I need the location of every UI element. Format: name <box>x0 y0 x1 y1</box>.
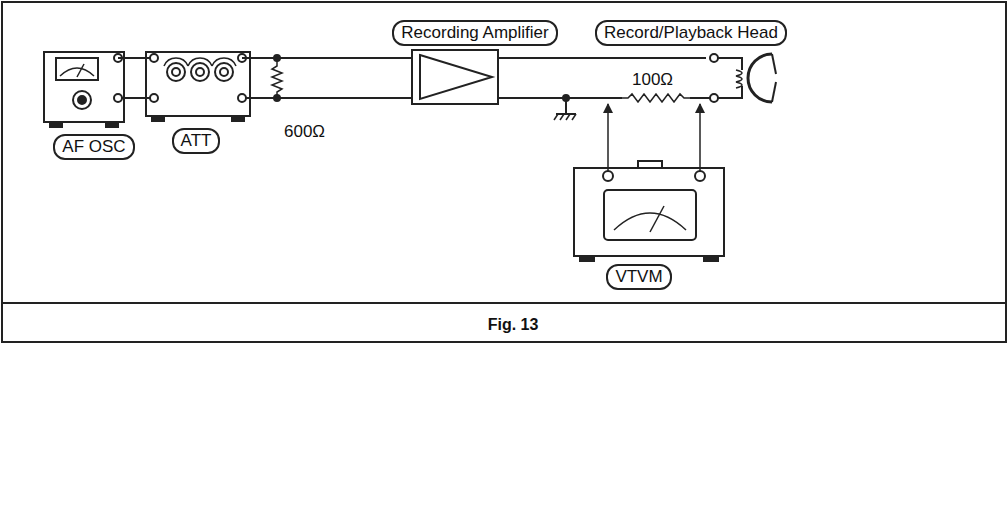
instrument: Record/Playback Head <box>706 46 782 110</box>
figure-caption: Fig. 13 <box>486 315 541 335</box>
instrument-label: VTVM <box>606 264 671 290</box>
instrument: VTVM <box>574 161 724 256</box>
resistor-symbol <box>622 94 690 102</box>
instrument-label: ATT <box>172 128 221 154</box>
amplifier-symbol <box>412 50 498 104</box>
head-symbol <box>710 54 776 102</box>
instrument: ATT <box>146 52 250 116</box>
ground-symbol <box>554 95 576 120</box>
resistor-symbol <box>272 55 282 101</box>
resistance-value: 100Ω <box>630 70 675 90</box>
frame <box>2 2 1006 342</box>
oscillator-drawing <box>44 52 124 127</box>
instrument-label: Record/Playback Head <box>595 20 787 46</box>
resistance-value: 600Ω <box>282 122 327 142</box>
wire <box>498 57 706 59</box>
voltmeter-drawing <box>574 104 724 261</box>
instrument-label: AF OSC <box>53 134 134 160</box>
instrument: Recording Amplifier <box>412 50 498 104</box>
instrument: AF OSC <box>44 52 124 122</box>
frame-rule <box>2 302 1006 304</box>
wire <box>250 57 412 59</box>
instrument-label: Recording Amplifier <box>392 20 557 46</box>
attenuator-drawing <box>146 52 250 121</box>
wire <box>124 57 146 59</box>
